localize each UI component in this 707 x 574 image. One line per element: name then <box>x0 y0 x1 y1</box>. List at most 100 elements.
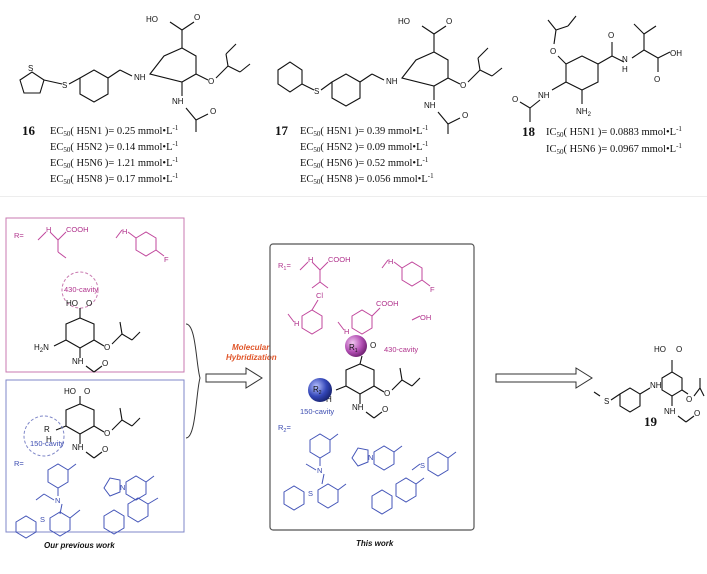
activity-17-h5n8: EC50( H5N8 )= 0.056 mmol•L-1 <box>300 172 434 186</box>
compound-16-activities: EC50( H5N1 )= 0.25 mmol•L-1 EC50( H5N2 )… <box>50 124 179 186</box>
ether-o-16: O <box>208 77 214 86</box>
compound-19-label: 19 <box>644 414 658 429</box>
acid-ho-16: HO <box>146 15 158 24</box>
acid-o-16: O <box>194 13 200 22</box>
blue-core-o: O <box>84 387 90 396</box>
r1-benzoic-cooh: COOH <box>376 299 399 308</box>
previous-work-caption: Our previous work <box>44 541 115 550</box>
r2-label: R2= <box>278 423 291 434</box>
compound-17-activities: EC50( H5N1 )= 0.39 mmol•L-1 EC50( H5N2 )… <box>300 124 434 186</box>
pink-core-amide-o: O <box>102 359 108 368</box>
this-work-panel <box>269 243 475 531</box>
cavity-150-label-new: 150-cavity <box>300 407 334 416</box>
c19-thioether-s: S <box>604 397 609 406</box>
compound-17-label: 17 <box>275 123 289 138</box>
hybridization-label-line2: Hybridization <box>226 353 277 362</box>
activity-16-h5n1: EC50( H5N1 )= 0.25 mmol•L-1 <box>50 124 179 138</box>
acetamide-o-16: O <box>210 107 216 116</box>
hybridization-arrow <box>205 367 263 389</box>
core-hn: NH <box>352 403 364 412</box>
activity-17-h5n1: EC50( H5N1 )= 0.39 mmol•L-1 <box>300 124 429 138</box>
c19-ether-o: O <box>686 395 692 404</box>
c19-amine-nh: NH <box>650 381 662 390</box>
compound-18-activities: IC50( H5N1 )= 0.0883 mmol•L-1 IC50( H5N6… <box>546 125 682 156</box>
r1-valine-nh: H <box>308 255 313 264</box>
blue-core-nh: H <box>46 435 52 444</box>
r1-chloro: Cl <box>316 291 323 300</box>
core-r1-o: O <box>370 341 376 350</box>
cavity-150-label-prev: 150-cavity <box>30 439 64 448</box>
r2-diethylamino-n: N <box>317 466 322 475</box>
acetamide-hn-17: NH <box>424 101 436 110</box>
ether-o-18: O <box>550 47 556 56</box>
pink-core-structure: HO O H2N O NH O <box>34 299 141 373</box>
c19-acetamide-o: O <box>694 409 700 418</box>
c19-acid-ho: HO <box>654 345 666 354</box>
r2-thioether-s: S <box>308 489 313 498</box>
pink-r-label: R= <box>14 231 24 240</box>
hybridization-label-line1: Molecular <box>232 343 270 352</box>
r1-benzoic-nh: H <box>344 327 349 336</box>
blue-core-structure: HO O R H O NH O <box>44 387 141 459</box>
r2-methylthio-s: S <box>420 461 425 470</box>
blue-r-diethylamino-n: N <box>55 496 60 505</box>
ether-o-17: O <box>460 81 466 90</box>
pink-core-hn: NH <box>72 357 84 366</box>
compound-18-label: 18 <box>522 124 536 139</box>
pink-r-fluoro: F <box>164 255 169 264</box>
r1-valine-cooh: COOH <box>328 255 351 264</box>
compound-18-structure: O NH O NH2 O HN O OH <box>512 15 682 122</box>
r1-fluoro: F <box>430 285 435 294</box>
synthesis-arrow <box>495 367 593 389</box>
acetamide-o-17: O <box>462 111 468 120</box>
pink-core-o: O <box>86 299 92 308</box>
r1-label: R1= <box>278 261 291 272</box>
cavity-430-label-new: 430-cavity <box>384 345 418 354</box>
blue-r-substituents: R= N N S <box>14 459 159 539</box>
r2-pocket-sphere <box>308 378 332 402</box>
acetamide-o-18: O <box>512 95 518 104</box>
acid-oh-18: OH <box>670 49 682 58</box>
blue-r-thioether-s: S <box>40 515 45 524</box>
activity-18-h5n6: IC50( H5N6 )= 0.0967 mmol•L-1 <box>546 142 682 156</box>
compound-16-label: 16 <box>22 123 36 138</box>
amide-nh-18: HN <box>622 55 628 74</box>
core-nh: H <box>326 395 332 404</box>
blue-core-amide-o: O <box>102 445 108 454</box>
pink-r-cooh: COOH <box>66 225 89 234</box>
thioether-sulfur-17: S <box>314 87 319 96</box>
acid-o-18: O <box>654 75 660 84</box>
r1-pocket-sphere <box>345 335 367 357</box>
r2-substituents: R2= N N S S <box>278 423 457 515</box>
cavity-430-circle-prev <box>61 271 99 309</box>
activity-16-h5n6: EC50( H5N6 )= 1.21 mmol•L-1 <box>50 156 179 170</box>
compound-17-structure: S NH HO O O NH O <box>277 17 503 134</box>
compound-19-structure: S NH HO O O NH O <box>593 345 705 423</box>
r1-hydroxyl: OH <box>420 313 431 322</box>
cavity-150-circle-prev <box>23 415 65 457</box>
activity-16-h5n8: EC50( H5N8 )= 0.17 mmol•L-1 <box>50 172 179 186</box>
r1-substituents: R1= H COOH H F H Cl H COOH OH <box>278 255 435 336</box>
pink-core-h2n: H2N <box>34 343 49 354</box>
acid-o-17: O <box>446 17 452 26</box>
row-divider <box>0 196 707 197</box>
previous-work-pink-panel <box>5 217 185 373</box>
pink-r-substituents: R= H COOH H F <box>14 225 169 264</box>
c19-acetamide-hn: NH <box>664 407 676 416</box>
r1-chloroaniline-nh: H <box>294 319 299 328</box>
amine-nh-17: NH <box>386 77 398 86</box>
acetamide-hn-18: NH <box>538 91 550 100</box>
pink-core-ether-o: O <box>104 343 110 352</box>
c19-acid-o: O <box>676 345 682 354</box>
core-ether-o: O <box>384 389 390 398</box>
blue-core-r: R <box>44 425 50 434</box>
this-work-core-structure: N H O NH O <box>326 355 421 419</box>
pink-r-nh-benzyl: H <box>122 227 127 236</box>
core-amide-o: O <box>382 405 388 414</box>
core-r2-atom: R2 <box>313 385 322 396</box>
previous-work-blue-panel <box>5 379 185 533</box>
thiophene-sulfur: S <box>28 64 33 73</box>
pink-core-ho: HO <box>66 299 78 308</box>
this-work-caption: This work <box>356 539 394 548</box>
cavity-430-label-prev: 430-cavity <box>64 285 98 294</box>
